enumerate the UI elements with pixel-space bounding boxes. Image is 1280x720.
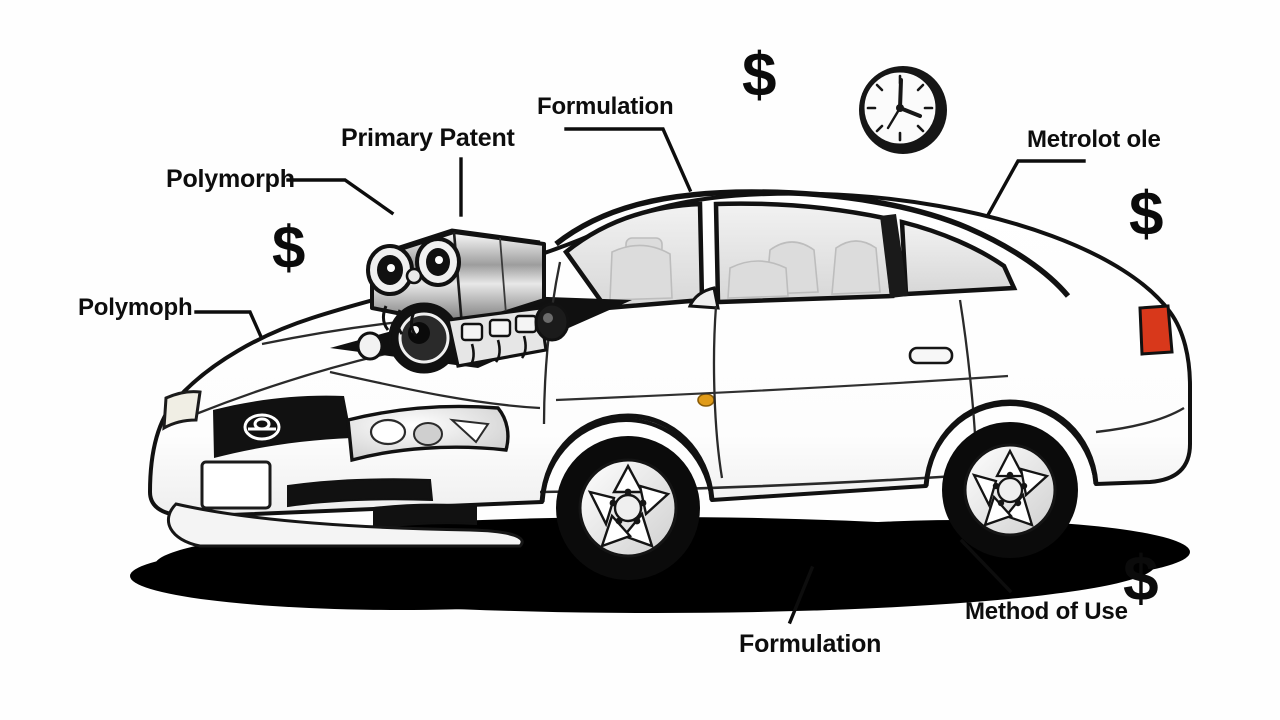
car-body-crease <box>555 374 1009 402</box>
car-rear-quarter-glass <box>899 219 1018 297</box>
car-b-pillar <box>880 214 908 298</box>
supercharger-engine <box>356 228 570 374</box>
label-primary-patent: Primary Patent <box>341 124 515 152</box>
car-bumper-intakes <box>287 478 477 530</box>
leader-method-of-use <box>959 538 1013 594</box>
engine-block <box>446 306 548 368</box>
dollar-sign-icon-1: $ <box>272 214 306 281</box>
leader-lines <box>194 127 1086 625</box>
leader-formulation-bottom <box>787 565 815 625</box>
car-emblem <box>243 413 281 441</box>
dollar-sign-icon-3: $ <box>1129 180 1164 249</box>
car-license-plate <box>200 460 272 510</box>
car-rear-wheel <box>942 422 1078 558</box>
car-rear-bumper-line <box>1095 406 1185 434</box>
blower-intake-scoops <box>366 237 461 296</box>
label-formulation-bottom: Formulation <box>739 630 882 658</box>
engine-runners <box>381 305 418 337</box>
leader-formulation-top <box>564 127 693 193</box>
car-side-mirror <box>687 286 720 310</box>
label-metrolot-ole: Metrolot ole <box>1027 126 1161 153</box>
blower-pulley <box>356 302 460 374</box>
car-door-handles <box>908 346 954 365</box>
dollar-sign-icon-2: $ <box>742 41 777 110</box>
label-polymorph: Polymorph <box>166 165 295 193</box>
car-taillight <box>1138 304 1174 356</box>
engine-accessory-pulley <box>534 302 570 342</box>
car-interior-details <box>609 237 881 301</box>
car-bumper-splitter <box>166 502 524 548</box>
leader-polymorph <box>286 178 395 216</box>
car-side-marker-light <box>697 393 715 407</box>
leader-polymoph <box>194 310 265 342</box>
label-method-of-use: Method of Use <box>965 598 1128 625</box>
label-formulation-top: Formulation <box>537 93 674 120</box>
car-grille <box>213 395 352 458</box>
car-front-wheel <box>556 436 700 580</box>
car-corner-lamp <box>162 390 202 431</box>
label-polymoph: Polymoph <box>78 294 193 321</box>
wall-clock-icon <box>859 66 947 154</box>
car-front-arch <box>539 413 715 503</box>
leader-metrolot <box>985 159 1086 218</box>
car-rear-arch <box>923 399 1099 487</box>
car-roof-line <box>554 189 1071 298</box>
dollar-sign-icon-4: $ <box>1123 542 1159 614</box>
